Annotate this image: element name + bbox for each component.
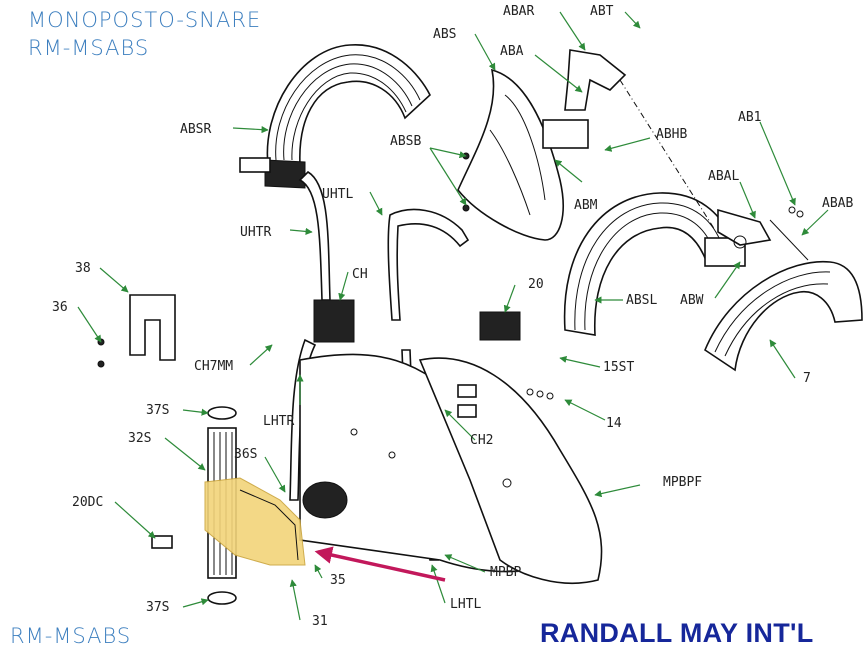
back-rest xyxy=(457,68,564,241)
callout-15st: 15ST xyxy=(603,360,634,375)
callout-32s: 32S xyxy=(128,431,151,446)
arm-rest-bracket xyxy=(717,208,772,249)
arm-rest-right xyxy=(239,44,431,189)
highlight-arrow xyxy=(314,546,446,582)
callout-35: 35 xyxy=(330,573,346,588)
callout-uhtr: UHTR xyxy=(240,225,271,240)
callout-37s-top: 37S xyxy=(146,403,169,418)
callout-absb: ABSB xyxy=(390,134,421,149)
callout-lhtl: LHTL xyxy=(450,597,481,612)
callout-absl: ABSL xyxy=(626,293,657,308)
diagram-title: MONOPOSTO-SNARE xyxy=(28,8,262,32)
callout-36s: 36S xyxy=(234,447,257,462)
callout-ch: CH xyxy=(352,267,368,282)
seat-body xyxy=(299,353,603,584)
callout-mpbpf: MPBPF xyxy=(663,475,702,490)
hardware xyxy=(97,79,809,549)
seat-cushion xyxy=(704,260,863,372)
callout-absr: ABSR xyxy=(180,122,211,137)
callout-20dc: 20DC xyxy=(72,495,103,510)
callout-abt: ABT xyxy=(590,4,614,19)
callout-37s-bottom: 37S xyxy=(146,600,169,615)
bracket-38 xyxy=(129,294,176,361)
callout-abm: ABM xyxy=(574,198,598,213)
brand-logo-text: RANDALL MAY INT'L xyxy=(540,618,814,648)
callout-abab: ABAB xyxy=(822,196,853,211)
callout-ch2: CH2 xyxy=(470,433,493,448)
callout-abal: ABAL xyxy=(708,169,739,184)
callout-31: 31 xyxy=(312,614,328,629)
callout-14: 14 xyxy=(606,416,622,431)
callout-labels: ABAR ABT ABS ABA ABSR ABSB ABHB AB1 ABAL… xyxy=(52,4,853,629)
callout-abhb: ABHB xyxy=(656,127,687,142)
callout-abw: ABW xyxy=(680,293,704,308)
callout-aba: ABA xyxy=(500,44,524,59)
callout-abar: ABAR xyxy=(503,4,534,19)
footer-model-number: RM-MSABS xyxy=(10,624,132,648)
back-rest-bracket xyxy=(542,49,627,149)
arm-rest-left xyxy=(563,192,746,336)
callout-abs: ABS xyxy=(433,27,456,42)
callout-7: 7 xyxy=(803,371,811,386)
callout-ab1: AB1 xyxy=(738,110,761,125)
callout-38: 38 xyxy=(75,261,91,276)
callout-mpbp: MPBP xyxy=(490,565,521,580)
callout-ch7mm: CH7MM xyxy=(194,359,233,374)
highlighted-clamp xyxy=(204,477,306,566)
callout-uhtl: UHTL xyxy=(322,187,353,202)
callout-lhtr: LHTR xyxy=(263,414,294,429)
callout-20: 20 xyxy=(528,277,544,292)
callout-36: 36 xyxy=(52,300,68,315)
leader-lines xyxy=(77,11,829,621)
model-number: RM-MSABS xyxy=(28,36,150,60)
